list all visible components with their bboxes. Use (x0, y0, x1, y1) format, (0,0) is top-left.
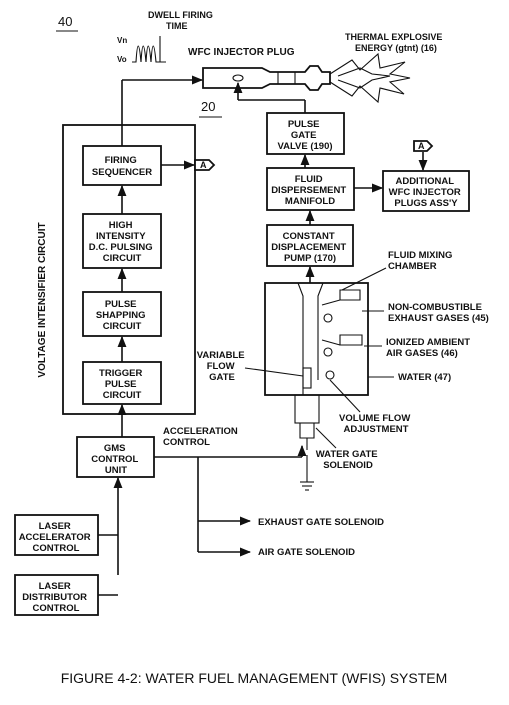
chamber-title: FLUID MIXING CHAMBER (388, 250, 455, 272)
waveform-vn-label: Vn (117, 36, 127, 45)
pulsing-circuit-label: HIGH INTENSITY D.C. PULSING CIRCUIT (89, 220, 156, 264)
firing-sequencer-label: FIRING SEQUENCER (92, 155, 152, 178)
shaping-circuit-label: PULSE SHAPPING CIRCUIT (96, 299, 148, 332)
voltage-intensifier-label: VOLTAGE INTENSIFIER CIRCUIT (37, 222, 48, 377)
water-solenoid-label: WATER GATE SOLENOID (316, 449, 381, 471)
connector-a-left: A (194, 159, 216, 171)
shaping-circuit-box (82, 291, 162, 337)
fluid-mixing-chamber (264, 282, 369, 491)
waveform-title: DWELL FIRING (148, 10, 213, 20)
variable-flow-gate-label: VARIABLE FLOW GATE (197, 350, 248, 383)
exhaust-gate-output-label: EXHAUST GATE SOLENOID (258, 517, 384, 528)
svg-text:TIME: TIME (166, 21, 188, 31)
thermal-energy-burst (329, 52, 411, 104)
figure-number: 40 (58, 14, 72, 29)
injector-plug (202, 65, 331, 91)
volume-flow-label: VOLUME FLOW ADJUSTMENT (339, 413, 413, 435)
pulse-gate-valve-label: PULSE GATE VALVE (190) (277, 119, 332, 152)
air-gases-label: IONIZED AMBIENT AIR GASES (46) (386, 337, 473, 359)
figure-caption: FIGURE 4-2: WATER FUEL MANAGEMENT (WFIS)… (61, 670, 448, 686)
displacement-pump-label: CONSTANT DISPLACEMENT PUMP (170) (271, 231, 349, 264)
gms-unit-box (76, 436, 155, 478)
fluid-manifold-box (266, 167, 355, 211)
thermal-energy-label: THERMAL EXPLOSIVE (345, 32, 442, 42)
injector-label: WFC INJECTOR PLUG (188, 47, 295, 58)
additional-plugs-label: ADDITIONAL WFC INJECTOR PLUGS ASS'Y (389, 176, 464, 209)
connector-a-right: A (413, 140, 434, 152)
exhaust-gases-label: NON-COMBUSTIBLE EXHAUST GASES (45) (388, 302, 489, 324)
gms-unit-label: GMS CONTROL UNIT (91, 443, 140, 476)
water-label: WATER (47) (398, 372, 451, 383)
reference-20: 20 (201, 99, 215, 114)
svg-text:A: A (200, 160, 207, 170)
connection-lines (98, 75, 428, 596)
dwell-firing-waveform: DWELL FIRING TIME Vn Vo (117, 10, 213, 64)
svg-text:A: A (418, 141, 425, 151)
trigger-circuit-box (82, 361, 162, 405)
air-gate-output-label: AIR GATE SOLENOID (258, 547, 355, 558)
laser-distributor-label: LASER DISTRIBUTOR CONTROL (22, 581, 89, 614)
trigger-circuit-label: TRIGGER PULSE CIRCUIT (99, 368, 145, 401)
fluid-manifold-label: FLUID DISPERSEMENT MANIFOLD (271, 174, 349, 207)
svg-text:ENERGY (gtnt) (16): ENERGY (gtnt) (16) (355, 43, 437, 53)
laser-accelerator-label: LASER ACCELERATOR CONTROL (19, 521, 94, 554)
acceleration-control-label: ACCELERATION CONTROL (163, 426, 240, 448)
waveform-vo-label: Vo (117, 55, 127, 64)
